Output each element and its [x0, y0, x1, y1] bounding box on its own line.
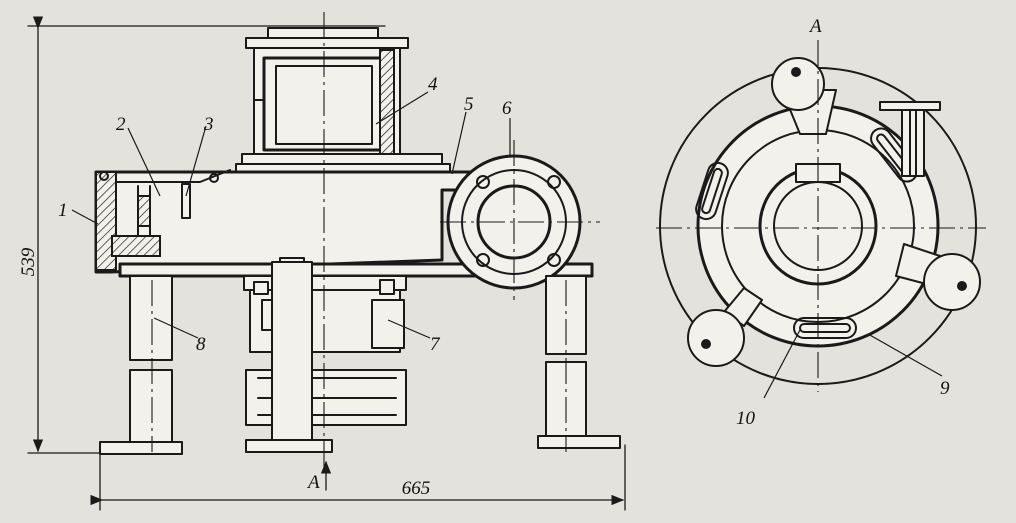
- callout-6: 6: [502, 98, 512, 119]
- callout-9: 9: [940, 378, 950, 399]
- callout-7: 7: [430, 334, 441, 355]
- housing-part-5: [94, 169, 472, 274]
- callout-3: 3: [203, 114, 214, 135]
- callout-8: 8: [196, 334, 206, 355]
- mounting-lugs: [687, 57, 981, 367]
- view-a: [656, 40, 986, 399]
- height-dimension: [27, 16, 386, 454]
- callout-5: 5: [464, 94, 474, 115]
- width-dimension: [90, 444, 626, 511]
- legs-part-8: [99, 261, 621, 455]
- hopper-part-4: [235, 27, 451, 173]
- motor-part-7: [243, 257, 407, 426]
- view-arrow-label: A: [306, 472, 320, 493]
- inlet-pipe: [879, 101, 941, 177]
- view-a-centrelines: [656, 40, 986, 392]
- callout-2: 2: [116, 114, 126, 135]
- height-dimension-label: 539: [18, 247, 39, 276]
- callout-1: 1: [58, 200, 68, 221]
- front-centrelines: [151, 12, 600, 470]
- front-view: [27, 12, 626, 511]
- view-a-title: A: [808, 16, 822, 37]
- view-a-leader-lines: [763, 329, 943, 399]
- width-dimension-label: 665: [402, 478, 431, 499]
- callout-4: 4: [428, 74, 438, 95]
- front-leader-lines: [71, 91, 511, 339]
- callout-10: 10: [736, 408, 756, 429]
